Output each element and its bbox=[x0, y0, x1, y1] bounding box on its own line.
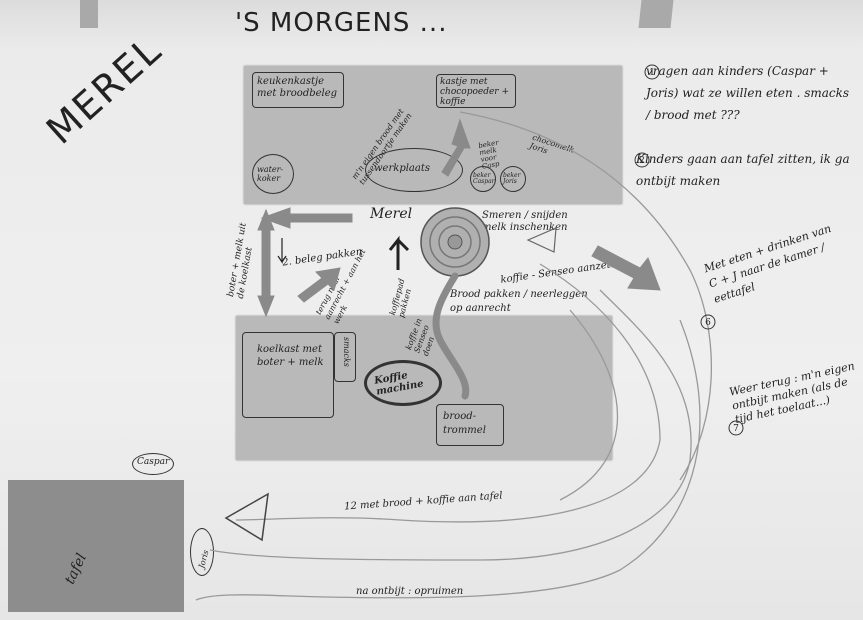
caspar-label: Caspar bbox=[137, 457, 170, 467]
smacks-box: smacks bbox=[334, 332, 356, 382]
bread-box: brood-trommel bbox=[436, 404, 504, 446]
arrow-up-top bbox=[441, 118, 471, 177]
step-9: Brood pakken / neerleggen op aanrecht bbox=[450, 289, 588, 314]
arrow-head-table bbox=[224, 492, 269, 542]
page-heading: 'S MORGENS ... bbox=[235, 8, 448, 38]
coffee-pad-icon bbox=[420, 207, 490, 277]
cupboard-box: keukenkastje met broodbeleg bbox=[252, 72, 344, 108]
fridge-label: koelkast met boter + melk bbox=[257, 344, 324, 368]
counter-label: werkplaats bbox=[374, 163, 430, 174]
num-7: 7 bbox=[733, 424, 739, 434]
num-6: 6 bbox=[705, 318, 711, 328]
num-1: 1 bbox=[649, 68, 655, 78]
coffee-cupboard-box: kastje met chocopoeder + koffie bbox=[436, 74, 516, 108]
arrow-diagonal-left bbox=[297, 267, 341, 303]
arrow-to-merel bbox=[388, 235, 410, 270]
person-label: Merel bbox=[370, 206, 413, 222]
cup-joris: beker Joris bbox=[500, 166, 526, 192]
arrow-left-right bbox=[260, 207, 353, 229]
cup-caspar: beker Caspar bbox=[470, 166, 496, 192]
step-3: Smeren / snijden melk inschenken bbox=[482, 210, 568, 233]
sink-oval: water-koker bbox=[252, 154, 294, 194]
note-1: vragen aan kinders (Caspar + Joris) wat … bbox=[646, 64, 850, 122]
cup-caspar-label: beker Caspar bbox=[473, 172, 495, 185]
after-breakfast: na ontbijt : opruimen bbox=[356, 586, 464, 597]
cupboard-label: keukenkastje met broodbeleg bbox=[257, 76, 338, 99]
cup-joris-label: beker Joris bbox=[503, 172, 521, 185]
coffee-machine-oval: Koffie machine bbox=[364, 360, 442, 406]
fridge-box: koelkast met boter + melk bbox=[242, 332, 334, 418]
joris-oval: Joris bbox=[190, 528, 214, 576]
arrow-big-right bbox=[591, 245, 661, 291]
table-card bbox=[8, 480, 184, 612]
arrow-head-coffee bbox=[526, 227, 557, 253]
coffee-cupboard-label: kastje met chocopoeder + koffie bbox=[440, 77, 510, 107]
arrow-beleg bbox=[277, 238, 287, 264]
num-2: 2 bbox=[639, 156, 645, 166]
bread-box-label: brood-trommel bbox=[443, 411, 486, 436]
arrow-vertical bbox=[257, 208, 275, 318]
person-path bbox=[432, 272, 470, 400]
caspar-oval: Caspar bbox=[132, 453, 174, 475]
sink-label: water-koker bbox=[257, 165, 284, 183]
tape-top-left bbox=[80, 0, 98, 28]
note-2: Kinders gaan aan tafel zitten, ik ga ont… bbox=[636, 152, 850, 188]
counter-oval: werkplaats bbox=[365, 148, 463, 192]
